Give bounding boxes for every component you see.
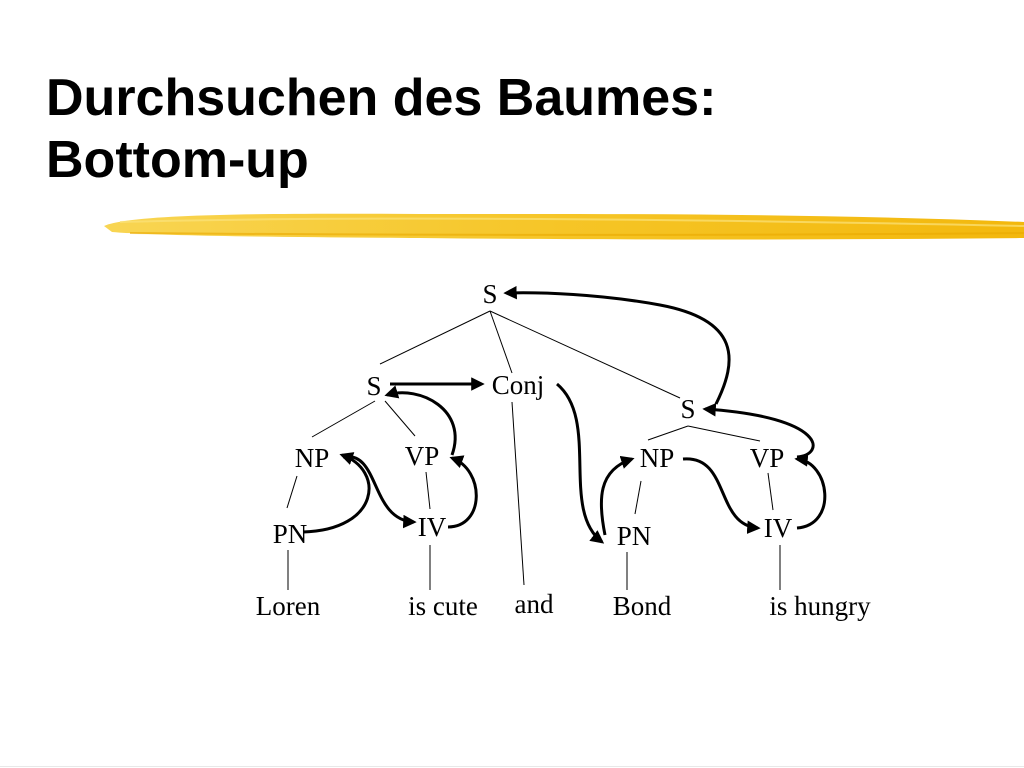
edge-s-left-vp: [384, 400, 416, 437]
node-pn-left: PN: [273, 519, 308, 549]
bottom-rule: [0, 766, 1024, 767]
slide-title-line-1: Durchsuchen des Baumes:: [46, 69, 717, 127]
arrow-pn-to-np-right: [599, 455, 635, 536]
node-s-root: S: [482, 279, 497, 309]
node-np-right: NP: [640, 443, 675, 473]
node-pn-right: PN: [617, 521, 652, 551]
slide-title-line-2: Bottom-up: [46, 131, 309, 189]
edge-s-left-np: [311, 400, 376, 438]
title-highlighter-stroke: [104, 213, 1024, 240]
edge-s-right-np: [647, 425, 689, 441]
node-vp-right: VP: [750, 443, 785, 473]
arrow-vp-to-s-left: [384, 385, 457, 456]
word-and: and: [515, 589, 554, 619]
edge-vp-iv-right: [767, 472, 774, 511]
word-loren: Loren: [256, 591, 321, 621]
edge-np-pn-left: [286, 475, 298, 509]
edge-conj-and: [511, 401, 525, 586]
arrow-iv-to-vp-right: [794, 453, 827, 530]
arrow-np-to-iv-left: [342, 455, 417, 529]
edge-s-root-s-left: [379, 310, 491, 365]
arrow-vp-to-s-right: [702, 402, 815, 459]
word-is-cute: is cute: [408, 591, 478, 621]
arrow-np-to-iv-right: [682, 457, 761, 534]
arrow-conj-to-pn-right: [556, 382, 605, 544]
edge-s-root-s-right: [489, 310, 681, 399]
arrow-s-right-to-s-root: [503, 285, 731, 405]
node-s-right: S: [680, 394, 695, 424]
edge-np-pn-right: [634, 480, 642, 515]
word-is-hungry: is hungry: [769, 591, 871, 621]
tree-edges: [286, 310, 781, 590]
edge-vp-iv-left: [425, 471, 431, 510]
word-bond: Bond: [613, 591, 672, 621]
node-iv-right: IV: [764, 513, 793, 543]
tree-nodes: S S Conj S NP VP PN IV NP VP PN IV: [273, 279, 793, 551]
node-vp-left: VP: [405, 441, 440, 471]
node-iv-left: IV: [418, 512, 447, 542]
arrow-pn-to-np-left: [302, 452, 371, 534]
node-np-left: NP: [295, 443, 330, 473]
traversal-arrows: [302, 285, 827, 544]
node-s-left: S: [366, 371, 381, 401]
node-conj: Conj: [492, 370, 545, 400]
edge-s-right-vp: [687, 425, 761, 442]
edge-s-root-conj: [489, 310, 513, 374]
tree-words: Loren is cute and Bond is hungry: [256, 589, 871, 621]
arrow-iv-to-vp-left: [447, 455, 478, 529]
